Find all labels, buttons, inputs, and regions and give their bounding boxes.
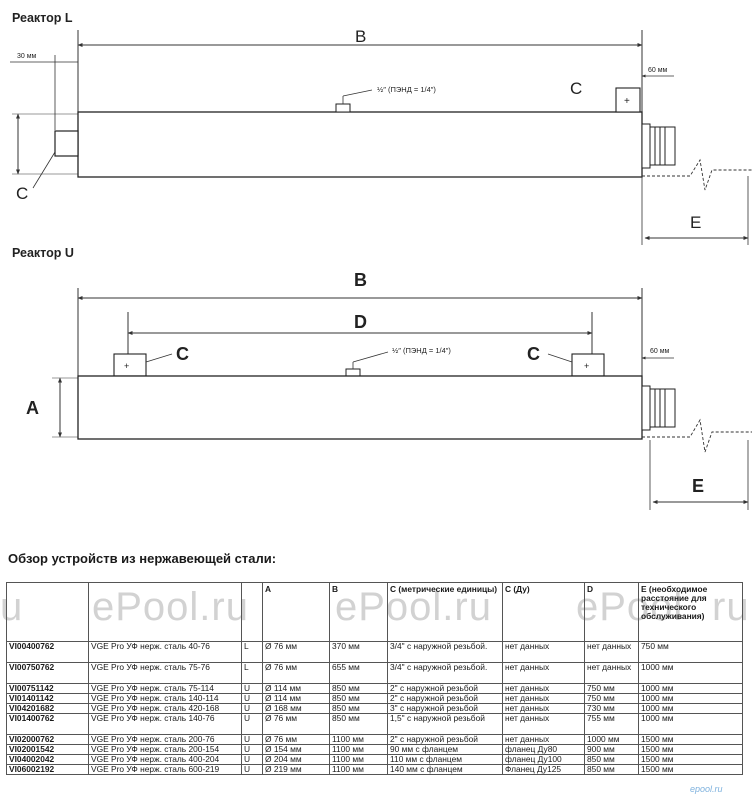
reactor-u-end-cap [641, 385, 676, 431]
reactor-u-dim-60: 60 мм [650, 348, 670, 355]
reactor-l-port-plus-icon: + [624, 96, 630, 107]
header-b: B [329, 582, 388, 642]
reactor-u-port-note: ½″ (ПЭНД = 1/4″) [392, 346, 451, 355]
header-c-du: C (Ду) [502, 582, 585, 642]
header-a: A [262, 582, 330, 642]
reactor-l-end-cap [641, 123, 676, 169]
reactor-l-label-c-left: C [16, 184, 28, 203]
reactor-u-label-c-left: C [176, 344, 189, 364]
reactor-u-label-e: E [692, 476, 704, 496]
brand-logo: epool.ru [690, 784, 723, 794]
header-d: D [584, 582, 639, 642]
spec-table: A B C (метрические единицы) C (Ду) D E (… [6, 582, 743, 775]
reactor-l-dim-60: 60 мм [648, 67, 668, 74]
header-e: E (необходимое расстояние для техническо… [638, 582, 743, 642]
reactor-u-drawing: Реактор U B D + C + C ½″ (ПЭНД = 1/4″) A [12, 246, 752, 510]
reactor-u-label-a: A [26, 398, 39, 418]
header-name [88, 582, 242, 642]
reactor-u-title: Реактор U [12, 246, 74, 260]
reactor-l-label-c-right: C [570, 79, 582, 98]
reactor-l-dim-30: 30 мм [17, 53, 37, 60]
reactor-u-label-c-right: C [527, 344, 540, 364]
table-header-row: A B C (метрические единицы) C (Ду) D E (… [6, 582, 743, 642]
header-type [241, 582, 263, 642]
reactor-u-label-d: D [354, 312, 367, 332]
reactor-l-drawing: Реактор L B 30 мм C ½″ (ПЭНД = 1/4″) + C… [10, 11, 752, 245]
reactor-l-label-b: B [355, 27, 366, 46]
reactor-l-label-e: E [690, 213, 701, 232]
header-code [6, 582, 89, 642]
header-c: C (метрические единицы) [387, 582, 503, 642]
reactor-u-port-right-plus-icon: + [584, 361, 589, 371]
reactor-drawings: Реактор L B 30 мм C ½″ (ПЭНД = 1/4″) + C… [10, 11, 752, 510]
reactor-l-title: Реактор L [12, 11, 73, 25]
reactor-u-port-left-plus-icon: + [124, 361, 129, 371]
reactor-l-port-note: ½″ (ПЭНД = 1/4″) [377, 85, 436, 94]
reactor-u-label-b: B [354, 270, 367, 290]
section-title: Обзор устройств из нержавеющей стали: [8, 551, 277, 566]
